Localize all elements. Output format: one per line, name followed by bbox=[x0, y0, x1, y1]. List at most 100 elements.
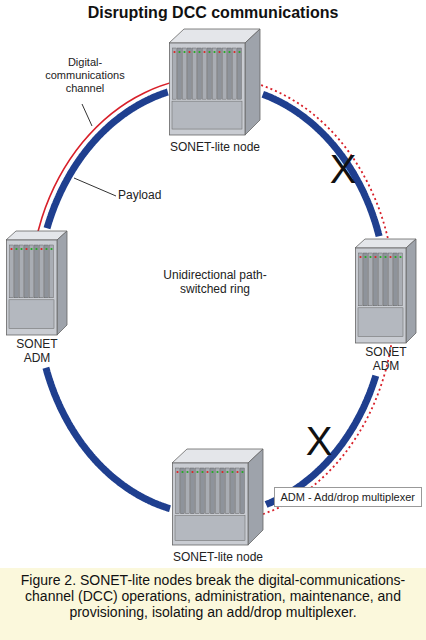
rack-card bbox=[10, 245, 14, 298]
equipment-rack bbox=[355, 238, 417, 344]
rack-card bbox=[203, 48, 207, 99]
payload-ring bbox=[266, 376, 376, 505]
rack-card bbox=[359, 253, 363, 306]
rack-card bbox=[233, 48, 237, 99]
card-led bbox=[193, 51, 195, 53]
card-led bbox=[40, 248, 42, 250]
equipment-rack bbox=[6, 230, 68, 336]
break-mark: X bbox=[326, 146, 360, 192]
card-led bbox=[183, 51, 185, 53]
rack-card bbox=[236, 468, 240, 514]
payload-ring bbox=[46, 368, 170, 509]
rack-card bbox=[369, 253, 373, 306]
rack-card bbox=[178, 48, 182, 99]
node-label: SONET-lite node bbox=[170, 140, 260, 154]
channel-label: Digital-communications channel bbox=[30, 56, 140, 95]
payload-label: Payload bbox=[118, 188, 178, 202]
card-led bbox=[399, 256, 401, 258]
rack-top bbox=[6, 231, 67, 240]
card-led bbox=[369, 256, 371, 258]
rack-card bbox=[173, 48, 177, 99]
rack-card bbox=[45, 245, 49, 298]
card-led bbox=[196, 471, 198, 473]
card-led bbox=[359, 256, 361, 258]
card-led bbox=[218, 51, 220, 53]
card-led bbox=[176, 471, 178, 473]
rack-card bbox=[201, 468, 205, 514]
rack-card bbox=[231, 468, 235, 514]
rack-side bbox=[245, 29, 260, 135]
rack-front bbox=[173, 463, 249, 545]
rack-card bbox=[20, 245, 24, 298]
card-led bbox=[221, 471, 223, 473]
rack-card bbox=[213, 48, 217, 99]
card-led bbox=[181, 471, 183, 473]
card-led bbox=[213, 51, 215, 53]
equipment-node: SONET-lite node bbox=[172, 448, 264, 590]
card-led bbox=[389, 256, 391, 258]
rack-card bbox=[218, 48, 222, 99]
rack-front bbox=[170, 43, 246, 135]
rack-card bbox=[399, 253, 403, 306]
rack-front bbox=[356, 248, 407, 343]
payload-ring bbox=[263, 94, 379, 236]
card-led bbox=[25, 248, 27, 250]
card-led bbox=[238, 51, 240, 53]
card-led bbox=[228, 51, 230, 53]
rack-card bbox=[181, 468, 185, 514]
rack-top bbox=[355, 239, 416, 248]
rack-card bbox=[176, 468, 180, 514]
card-led bbox=[374, 256, 376, 258]
rack-card bbox=[186, 468, 190, 514]
rack-card bbox=[193, 48, 197, 99]
rack-card bbox=[25, 245, 29, 298]
rack-card bbox=[238, 48, 242, 99]
title: Disrupting DCC communications bbox=[0, 4, 426, 22]
rack-card bbox=[208, 48, 212, 99]
card-led bbox=[233, 51, 235, 53]
card-led bbox=[379, 256, 381, 258]
rack-card bbox=[221, 468, 225, 514]
rack-card bbox=[191, 468, 195, 514]
caption: Figure 2. SONET-lite nodes break the dig… bbox=[6, 572, 420, 620]
payload-ring bbox=[47, 92, 168, 228]
equipment-rack bbox=[172, 448, 264, 546]
equipment-node: SONET ADM bbox=[355, 238, 417, 374]
card-led bbox=[201, 471, 203, 473]
card-led bbox=[208, 51, 210, 53]
equipment-rack bbox=[169, 28, 261, 136]
card-led bbox=[231, 471, 233, 473]
rack-card bbox=[50, 245, 54, 298]
rack-side bbox=[248, 449, 263, 545]
equipment-node: SONET ADM bbox=[6, 230, 68, 366]
rack-front bbox=[7, 240, 58, 335]
card-led bbox=[45, 248, 47, 250]
card-led bbox=[50, 248, 52, 250]
card-led bbox=[35, 248, 37, 250]
card-led bbox=[20, 248, 22, 250]
legend-text: ADM - Add/drop multiplexer bbox=[281, 491, 416, 503]
rack-top bbox=[172, 449, 263, 463]
node-label: SONET ADM bbox=[355, 345, 417, 373]
rack-card bbox=[35, 245, 39, 298]
rack-card bbox=[15, 245, 19, 298]
card-led bbox=[394, 256, 396, 258]
rack-card bbox=[206, 468, 210, 514]
rack-card bbox=[394, 253, 398, 306]
rack-card bbox=[384, 253, 388, 306]
rack-card bbox=[216, 468, 220, 514]
card-led bbox=[30, 248, 32, 250]
rack-shelf bbox=[358, 308, 403, 337]
rack-card bbox=[198, 48, 202, 99]
rack-card bbox=[30, 245, 34, 298]
rack-shelf bbox=[175, 516, 245, 541]
rack-card bbox=[223, 48, 227, 99]
card-led bbox=[384, 256, 386, 258]
card-led bbox=[15, 248, 17, 250]
equipment-node: SONET-lite node bbox=[169, 28, 261, 180]
rack-shelf bbox=[9, 300, 54, 329]
card-led bbox=[211, 471, 213, 473]
card-led bbox=[226, 471, 228, 473]
leader-line bbox=[82, 104, 92, 126]
rack-card bbox=[40, 245, 44, 298]
